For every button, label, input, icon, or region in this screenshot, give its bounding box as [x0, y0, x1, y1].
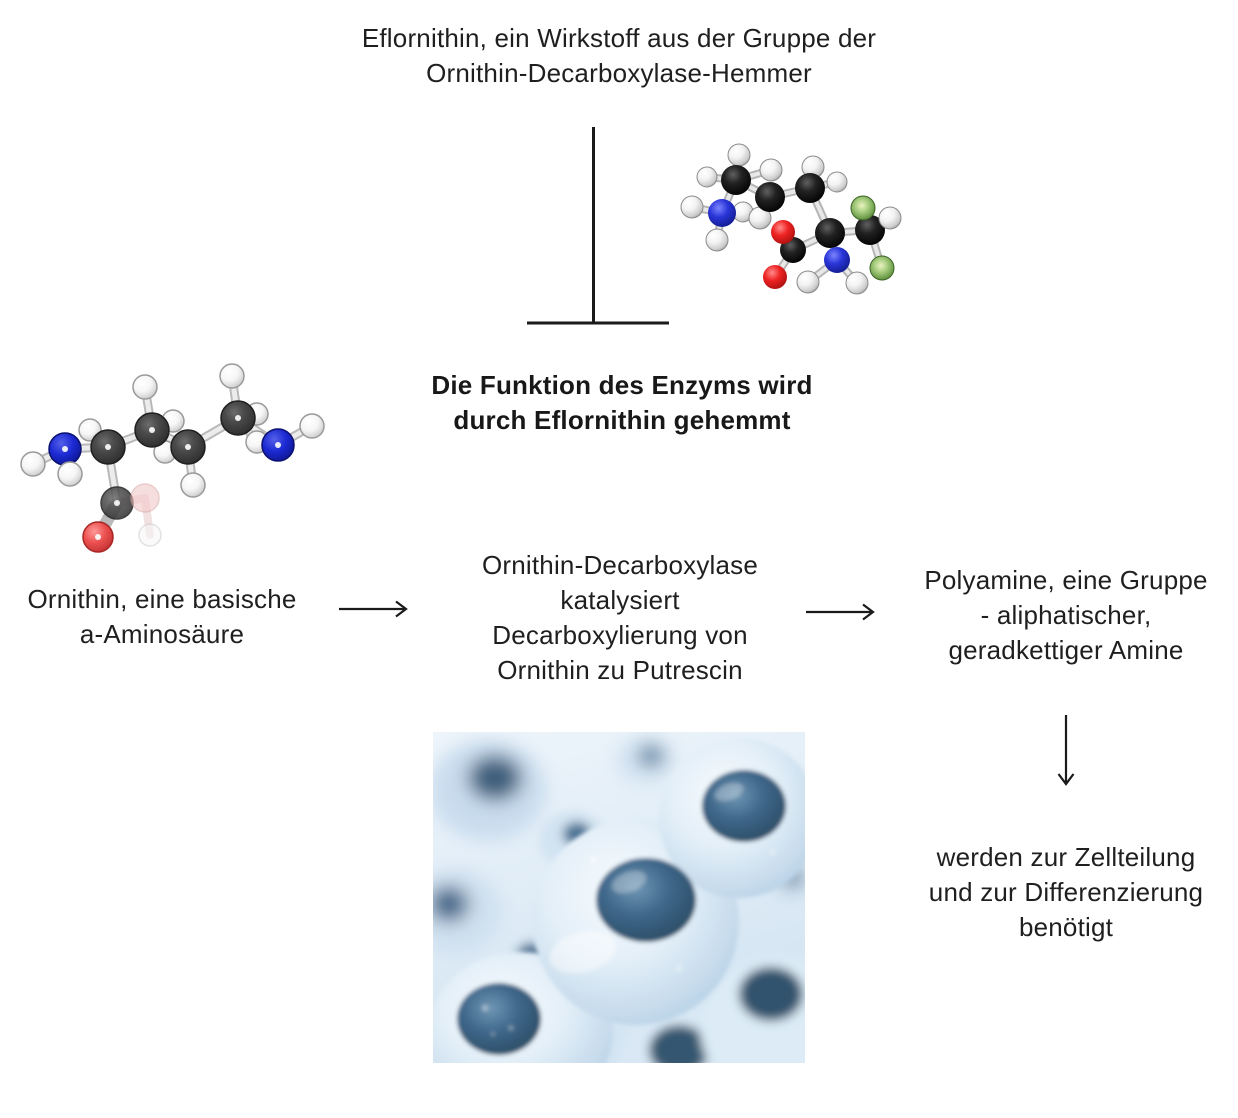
- inhibition-line-1: Die Funktion des Enzyms wird: [431, 370, 813, 400]
- polyamines-line-3: geradkettiger Amine: [948, 635, 1184, 665]
- ornithine-line-1: Ornithin, eine basische: [27, 584, 297, 614]
- cell-division-image: [433, 732, 805, 1063]
- title: Eflornithin, ein Wirkstoff aus der Grupp…: [239, 21, 999, 91]
- polyamines-line-2: - aliphatischer,: [980, 600, 1152, 630]
- title-line-1: Eflornithin, ein Wirkstoff aus der Grupp…: [361, 23, 877, 53]
- ornithine-line-2: a-Aminosäure: [79, 619, 245, 649]
- enzyme-line-1: Ornithin-Decarboxylase: [481, 550, 759, 580]
- title-line-2: Ornithin-Decarboxylase-Hemmer: [426, 58, 812, 88]
- arrow-right-icon: [806, 603, 875, 621]
- enzyme-line-3: Decarboxylierung von: [492, 620, 748, 650]
- function-label: werden zur Zellteilung und zur Differenz…: [894, 840, 1238, 945]
- function-line-2: und zur Differenzierung: [928, 877, 1204, 907]
- enzyme-label: Ornithin-Decarboxylase katalysiert Decar…: [440, 548, 800, 688]
- function-line-1: werden zur Zellteilung: [936, 842, 1196, 872]
- atoms: [680, 143, 902, 295]
- arrow-down-icon: [1057, 715, 1075, 786]
- eflornithine-molecule-image: [680, 143, 902, 295]
- polyamines-line-1: Polyamine, eine Gruppe: [924, 565, 1208, 595]
- ornithine-label: Ornithin, eine basische a-Aminosäure: [0, 582, 324, 652]
- inhibition-label: Die Funktion des Enzyms wird durch Eflor…: [392, 368, 852, 438]
- arrow-right-icon: [339, 600, 408, 618]
- ornithine-molecule-image: [20, 363, 325, 553]
- atoms: [20, 363, 325, 553]
- function-line-3: benötigt: [1018, 912, 1114, 942]
- enzyme-line-2: katalysiert: [560, 585, 680, 615]
- inhibition-tee-icon: [527, 127, 669, 325]
- enzyme-line-4: Ornithin zu Putrescin: [497, 655, 743, 685]
- polyamines-label: Polyamine, eine Gruppe - aliphatischer, …: [890, 563, 1238, 668]
- inhibition-line-2: durch Eflornithin gehemmt: [453, 405, 791, 435]
